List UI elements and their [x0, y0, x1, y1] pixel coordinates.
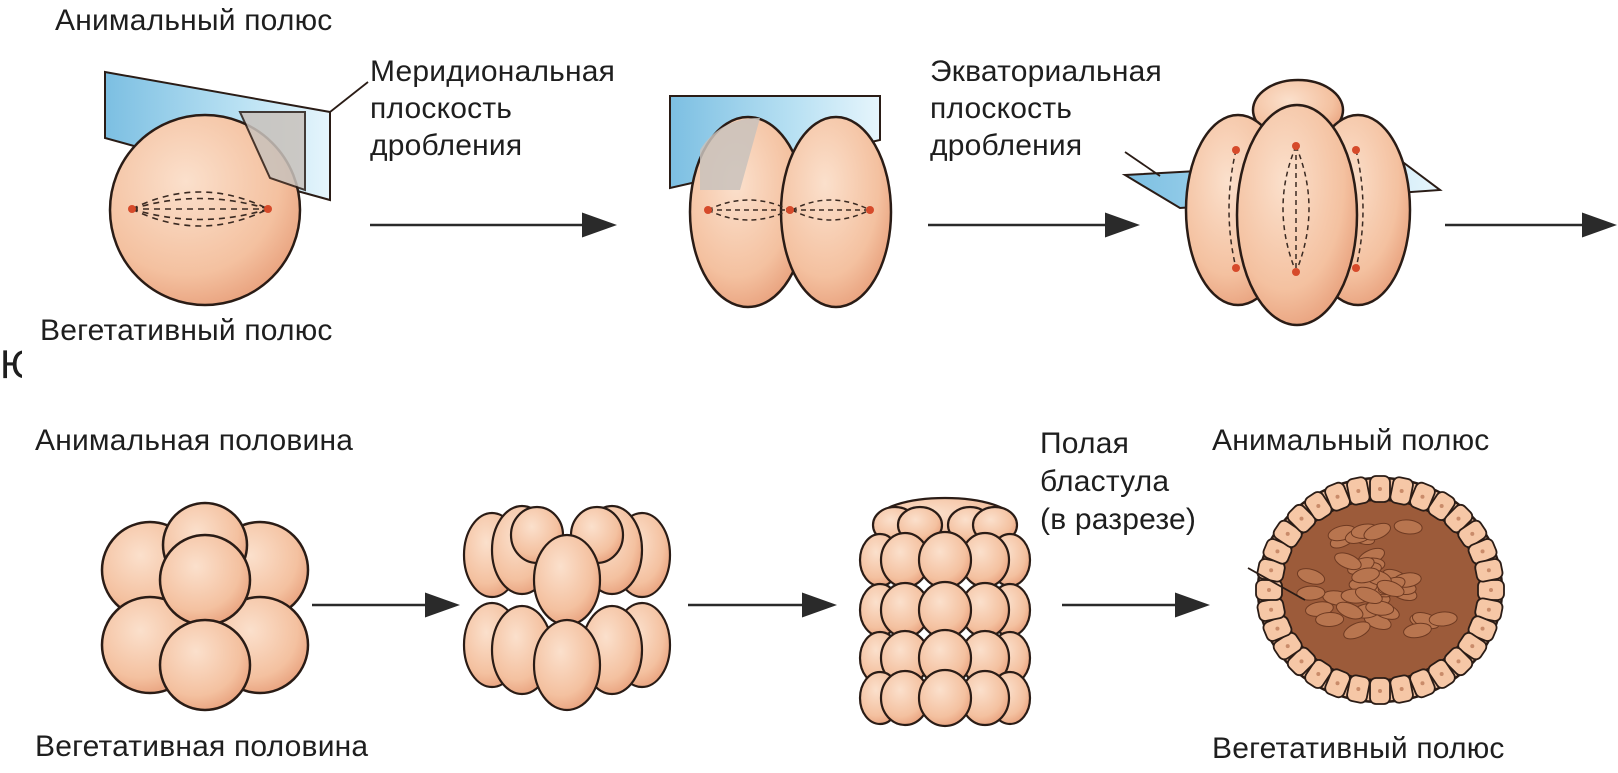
blastomere-right	[781, 117, 891, 307]
label-vegetal-pole-top: Вегетативный полюс	[40, 314, 333, 348]
cell-nucleus	[1269, 568, 1273, 572]
cell-nucleus	[1470, 532, 1474, 536]
cell-nucleus	[1481, 549, 1485, 553]
cell-nucleus	[1286, 532, 1290, 536]
cell-nucleus	[1487, 568, 1491, 572]
cell-nucleus	[1378, 487, 1382, 491]
blastomere	[919, 532, 971, 588]
label-equatorial-2: плоскость	[930, 92, 1072, 126]
label-vegetal-pole-bottom: Вегетативный полюс	[1212, 732, 1505, 766]
cell-nucleus	[1336, 495, 1340, 499]
cell-nucleus	[1400, 489, 1404, 493]
cell-nucleus	[1300, 517, 1304, 521]
label-animal-half: Анимальная половина	[35, 424, 353, 458]
cell-nucleus	[1336, 681, 1340, 685]
label-blastula-1: Полая	[1040, 427, 1129, 461]
cell-nucleus	[1378, 689, 1382, 693]
cell-nucleus	[1267, 588, 1271, 592]
cell-nucleus	[1440, 672, 1444, 676]
label-animal-pole-top: Анимальный полюс	[55, 4, 332, 38]
cell-nucleus	[1356, 687, 1360, 691]
cell-nucleus	[1275, 627, 1279, 631]
cell-nucleus	[1456, 517, 1460, 521]
zygote-stage	[105, 72, 368, 305]
blastomere	[919, 670, 971, 726]
blastomere	[534, 535, 600, 625]
eight-cell-stage	[102, 503, 308, 710]
cell-nucleus	[1456, 659, 1460, 663]
thirty-two-cell-stage	[860, 498, 1030, 726]
label-equatorial-3: дробления	[930, 129, 1082, 163]
cell-nucleus	[1316, 672, 1320, 676]
label-animal-pole-bottom: Анимальный полюс	[1212, 424, 1489, 458]
label-equatorial-1: Экваториальная	[930, 55, 1162, 89]
cell-nucleus	[1356, 489, 1360, 493]
cell-nucleus	[1420, 495, 1424, 499]
label-vegetal-half: Вегетативная половина	[35, 730, 368, 764]
cell-nucleus	[1470, 644, 1474, 648]
cell-nucleus	[1487, 608, 1491, 612]
label-meridional-1: Меридиональная	[370, 55, 615, 89]
label-meridional-2: плоскость	[370, 92, 512, 126]
label-blastula-3: (в разрезе)	[1040, 503, 1196, 537]
edge-artifact-text: Ю	[0, 343, 22, 387]
inner-cell-texture	[1315, 612, 1343, 627]
blastomere-front	[1237, 105, 1357, 325]
blastomere	[534, 620, 600, 710]
label-meridional-3: дробления	[370, 129, 522, 163]
cell-nucleus	[1269, 608, 1273, 612]
cell-nucleus	[1440, 504, 1444, 508]
cell-nucleus	[1400, 687, 1404, 691]
cell-nucleus	[1420, 681, 1424, 685]
cell-nucleus	[1300, 659, 1304, 663]
cell-nucleus	[1481, 627, 1485, 631]
cell-nucleus	[1489, 588, 1493, 592]
label-blastula-2: бластула	[1040, 465, 1169, 499]
cell-nucleus	[1316, 504, 1320, 508]
two-cell-stage	[670, 96, 891, 307]
four-cell-stage	[1125, 80, 1440, 325]
cell-nucleus	[1275, 549, 1279, 553]
cell-nucleus	[1286, 644, 1290, 648]
sixteen-cell-stage	[464, 506, 670, 710]
blastula-section	[1256, 476, 1504, 704]
